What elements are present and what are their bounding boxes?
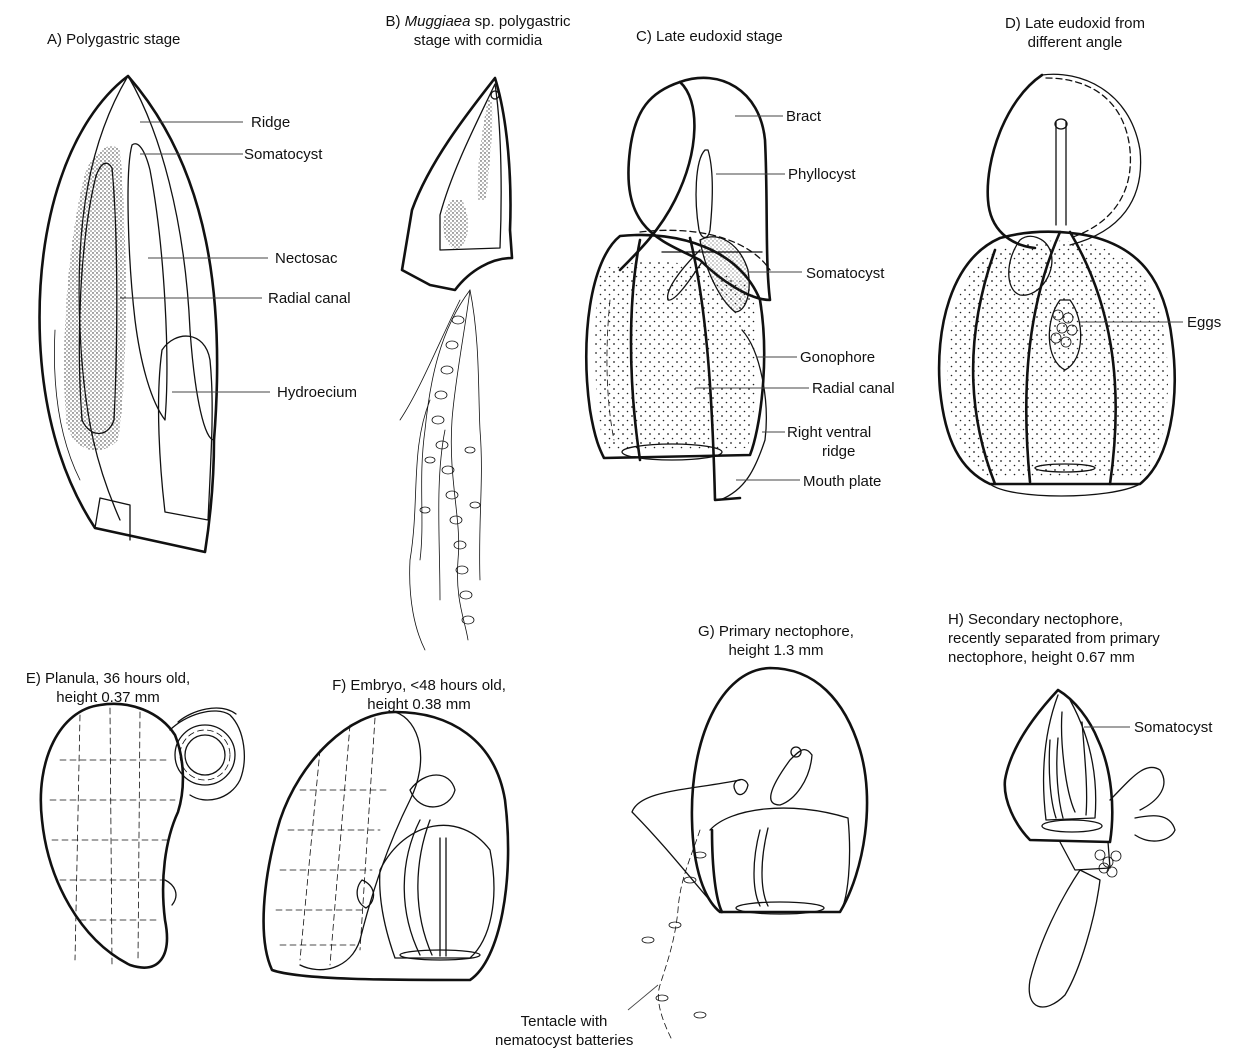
label-right-ventral-ridge: Right ventral ridge	[787, 423, 871, 461]
label-right-ventral: Right ventral	[787, 424, 871, 441]
label-somatocyst-h: Somatocyst	[1134, 718, 1212, 737]
title-f: F) Embryo, <48 hours old, height 0.38 mm	[307, 676, 531, 714]
title-e-line2: height 0.37 mm	[56, 689, 159, 706]
label-eggs: Eggs	[1187, 313, 1221, 332]
title-b-line2: stage with cormidia	[414, 32, 542, 49]
title-h: H) Secondary nectophore, recently separa…	[948, 610, 1160, 667]
label-nectosac: Nectosac	[275, 249, 338, 268]
label-ridge-c: ridge	[787, 443, 855, 460]
label-radial-canal-a: Radial canal	[268, 289, 351, 308]
title-d-line2: different angle	[1028, 34, 1123, 51]
title-b-rest: sp. polygastric	[471, 13, 571, 30]
label-radial-canal-c: Radial canal	[812, 379, 895, 398]
drawing-b-muggiaea	[400, 78, 512, 650]
title-b: B) Muggiaea sp. polygastric stage with c…	[379, 12, 577, 50]
label-bract: Bract	[786, 107, 821, 126]
title-g-line2: height 1.3 mm	[728, 642, 823, 659]
drawing-f-embryo	[264, 712, 509, 980]
label-ridge: Ridge	[251, 113, 290, 132]
drawing-d-eudoxid-angle	[939, 74, 1183, 496]
label-tentacle-line2: nematocyst batteries	[495, 1032, 633, 1049]
label-phyllocyst: Phyllocyst	[788, 165, 856, 184]
label-somatocyst-c: Somatocyst	[806, 264, 884, 283]
title-c: C) Late eudoxid stage	[636, 27, 783, 46]
drawing-a-polygastric	[40, 76, 270, 552]
title-g-line1: G) Primary nectophore,	[698, 623, 854, 640]
label-tentacle-line1: Tentacle with	[521, 1013, 608, 1030]
title-b-prefix: B)	[385, 13, 404, 30]
title-h-line3: nectophore, height 0.67 mm	[948, 649, 1135, 666]
title-e: E) Planula, 36 hours old, height 0.37 mm	[8, 669, 208, 707]
title-e-line1: E) Planula, 36 hours old,	[26, 670, 190, 687]
title-h-line2: recently separated from primary	[948, 630, 1160, 647]
title-g: G) Primary nectophore, height 1.3 mm	[688, 622, 864, 660]
label-gonophore: Gonophore	[800, 348, 875, 367]
title-d-line1: D) Late eudoxid from	[1005, 15, 1145, 32]
title-a: A) Polygastric stage	[47, 30, 180, 49]
label-somatocyst-a: Somatocyst	[244, 145, 322, 164]
label-mouth-plate: Mouth plate	[803, 472, 881, 491]
drawing-h-secondary-nectophore	[1005, 690, 1175, 1007]
title-f-line1: F) Embryo, <48 hours old,	[332, 677, 506, 694]
drawing-c-eudoxid	[586, 78, 809, 500]
drawing-e-planula	[41, 704, 244, 968]
title-h-line1: H) Secondary nectophore,	[948, 611, 1123, 628]
label-hydroecium: Hydroecium	[277, 383, 357, 402]
drawing-g-primary-nectophore	[628, 668, 867, 1040]
title-f-line2: height 0.38 mm	[367, 696, 470, 713]
title-d: D) Late eudoxid from different angle	[985, 14, 1165, 52]
title-b-genus: Muggiaea	[405, 13, 471, 30]
label-tentacle: Tentacle with nematocyst batteries	[495, 1012, 633, 1050]
